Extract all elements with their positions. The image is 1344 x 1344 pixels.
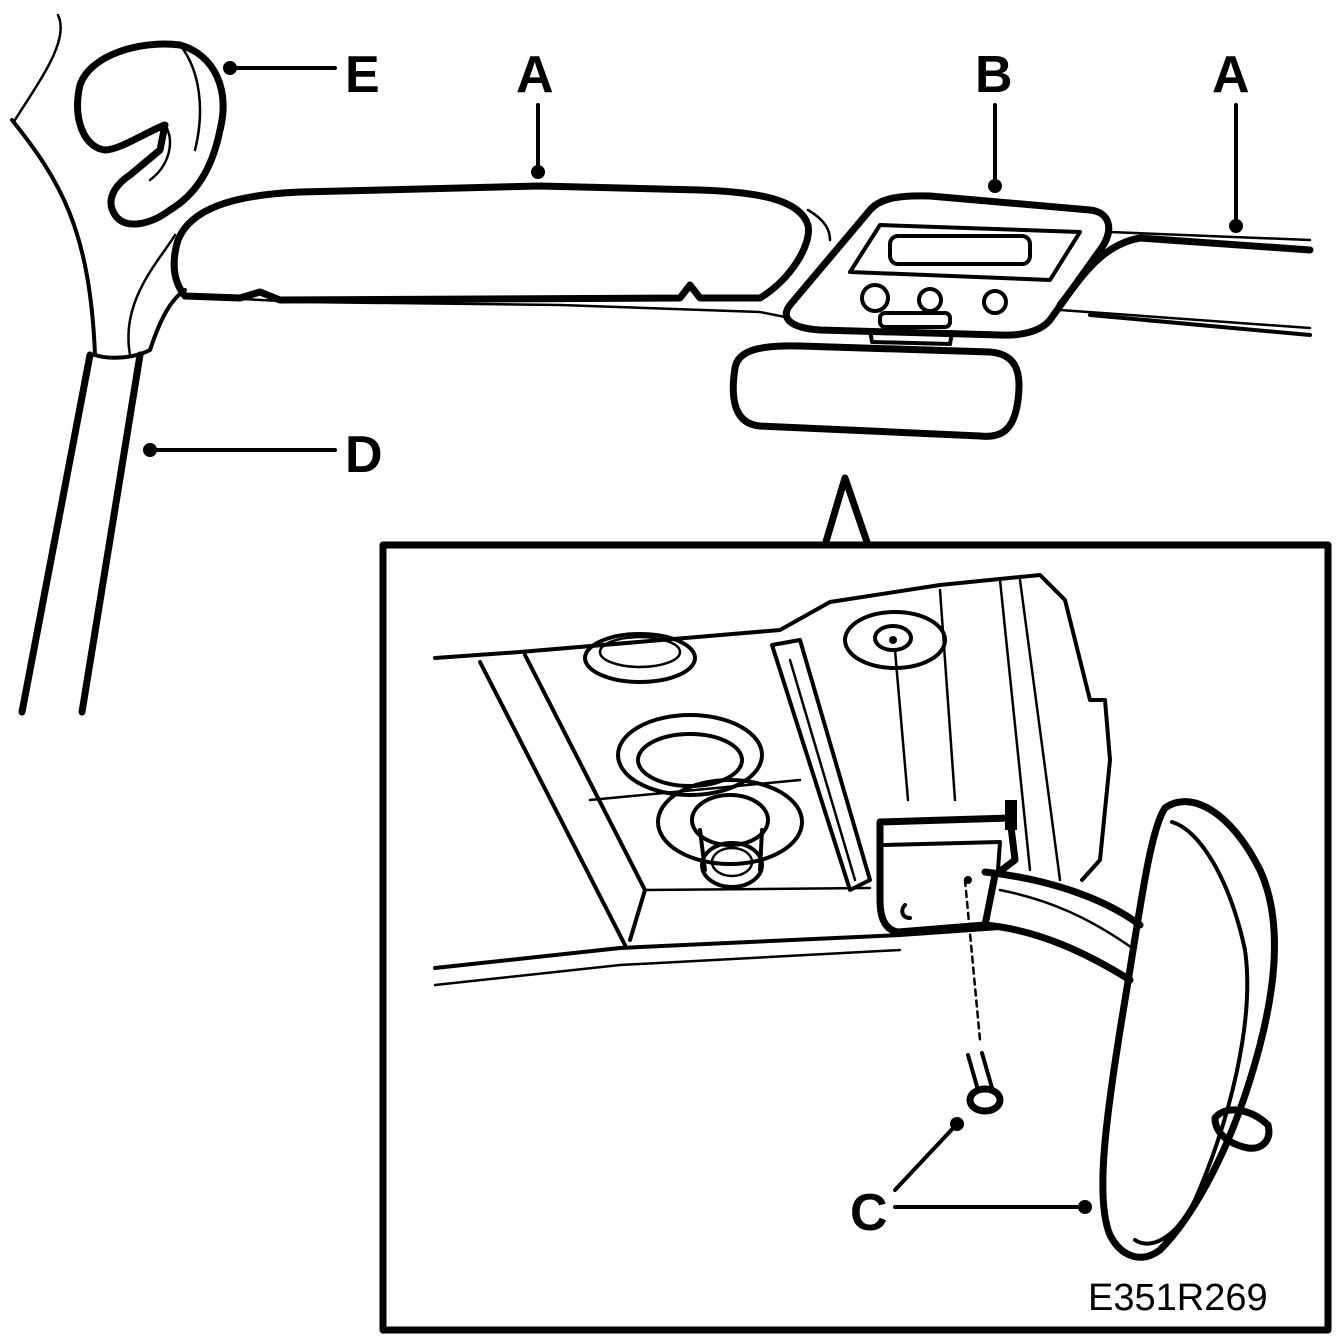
callout-d: D bbox=[345, 426, 383, 484]
reference-code: E351R269 bbox=[1088, 1277, 1268, 1319]
callout-leaders-lower bbox=[893, 1117, 1092, 1214]
detail-pointer bbox=[821, 474, 872, 549]
callout-b: B bbox=[975, 46, 1013, 104]
callout-a-left: A bbox=[516, 46, 554, 104]
mounting-bosses bbox=[583, 632, 804, 889]
callout-c: C bbox=[850, 1184, 888, 1242]
a-pillar-trim bbox=[10, 13, 187, 716]
overhead-console bbox=[782, 192, 1113, 346]
headliner-left bbox=[170, 182, 832, 320]
callout-leaders-upper bbox=[143, 61, 1243, 457]
upper-mount-hole bbox=[843, 610, 947, 802]
rear-view-mirror bbox=[1099, 798, 1278, 1261]
mirror-base-clip bbox=[876, 800, 1019, 936]
callout-a-right: A bbox=[1212, 46, 1250, 104]
grab-handle bbox=[74, 40, 227, 228]
roof-panel-detail bbox=[433, 573, 1112, 987]
detail-inset-frame bbox=[379, 541, 1332, 1334]
mirror-bracket-rail bbox=[770, 638, 872, 892]
headliner-right bbox=[1056, 230, 1314, 337]
mounting-screw bbox=[963, 876, 1004, 1115]
callout-e: E bbox=[345, 46, 380, 104]
mirror-stem bbox=[981, 868, 1144, 984]
interior-mirror-overview bbox=[729, 342, 1023, 440]
